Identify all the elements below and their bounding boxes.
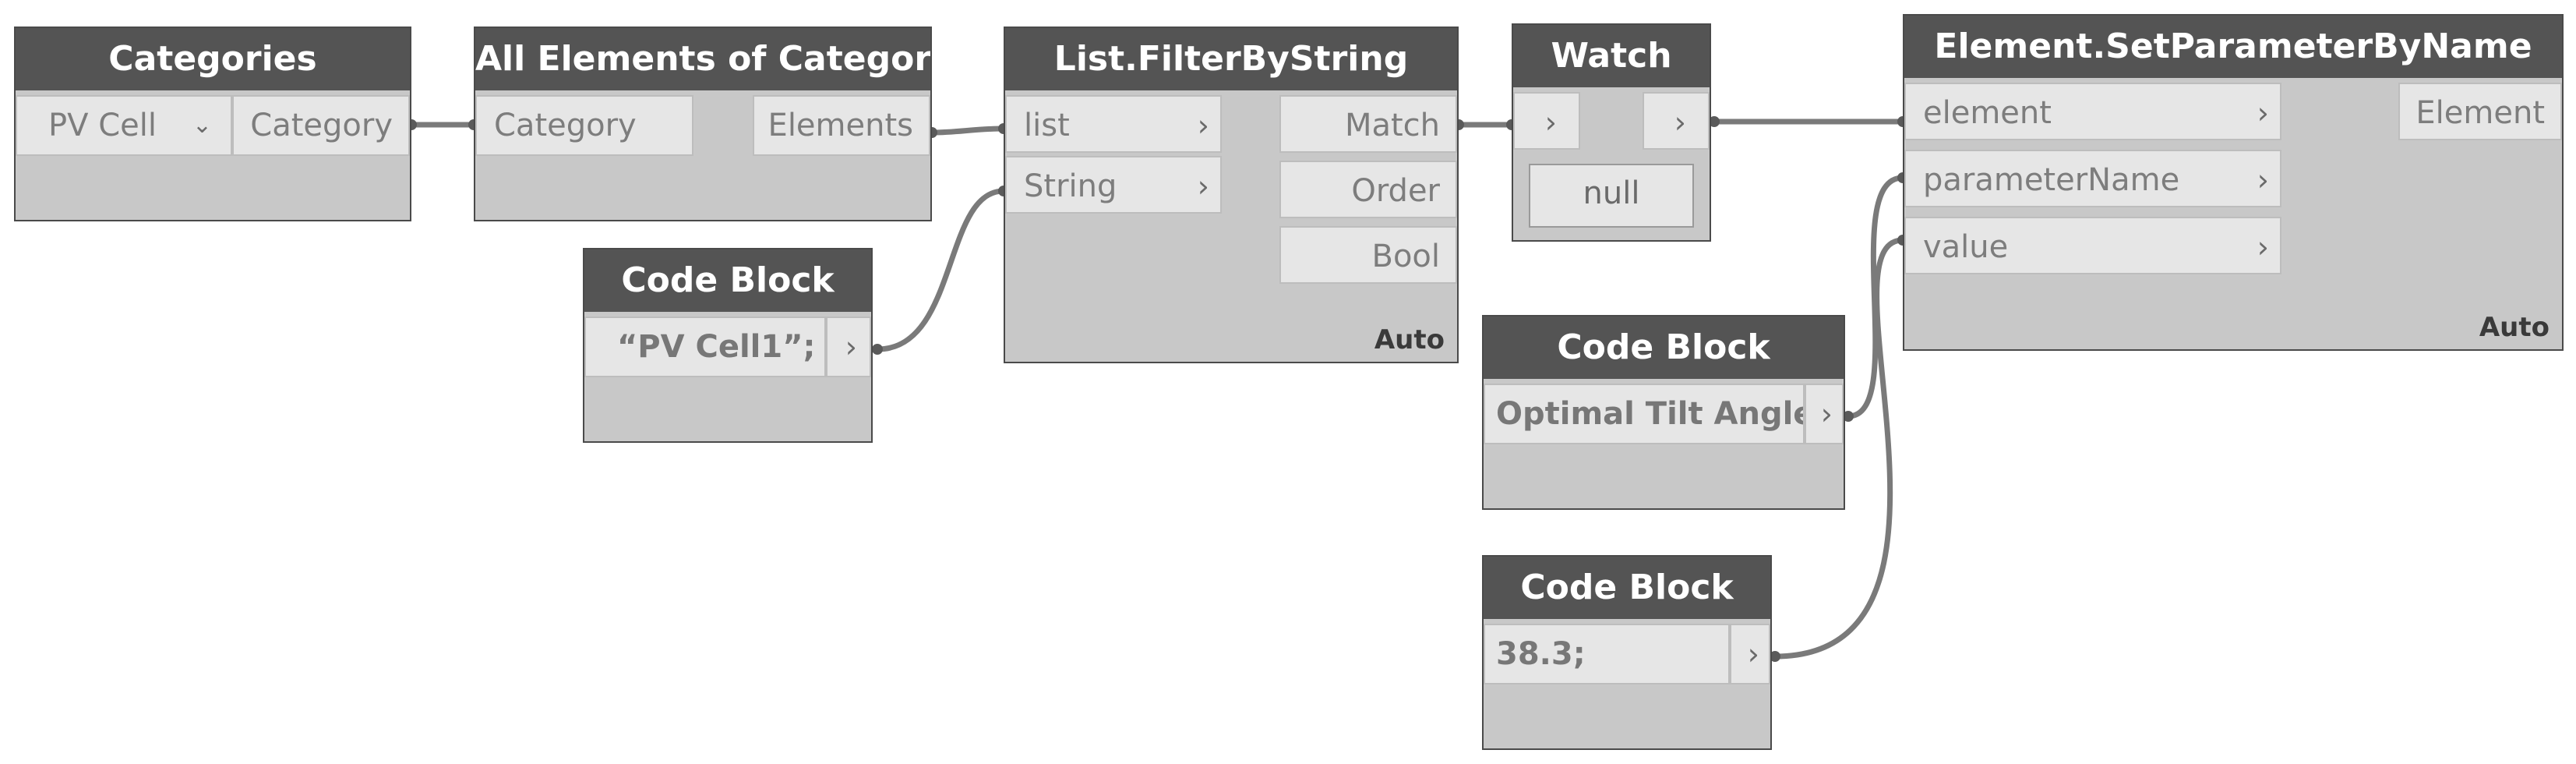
input-port-category[interactable]: Category — [475, 95, 693, 156]
output-port-bool[interactable]: Bool — [1279, 226, 1457, 284]
chevron-right-icon: › — [1747, 637, 1759, 671]
chevron-right-icon: › — [2257, 230, 2269, 264]
input-port-list[interactable]: list › — [1005, 95, 1222, 153]
port-label: value — [1923, 229, 2009, 265]
output-port-order[interactable]: Order — [1279, 161, 1457, 218]
output-port[interactable]: › — [1730, 624, 1770, 684]
output-port[interactable]: › — [1643, 92, 1710, 150]
element-setparameterbyname-node[interactable]: Element.SetParameterByName element › par… — [1903, 14, 2564, 351]
chevron-right-icon: › — [845, 330, 857, 364]
categories-node[interactable]: Categories PV Cell ⌄ Category — [14, 27, 411, 221]
port-label: Element — [2415, 95, 2545, 131]
chevron-right-icon: › — [1197, 169, 1209, 203]
port-label: Match — [1344, 108, 1440, 143]
node-title[interactable]: Code Block — [1484, 317, 1844, 379]
watch-value: null — [1583, 175, 1640, 211]
chevron-right-icon: › — [1674, 105, 1686, 140]
chevron-right-icon: › — [2257, 163, 2269, 197]
wire-end-dot — [872, 344, 883, 355]
output-port[interactable]: › — [1805, 384, 1844, 444]
wire-elements-to-list — [929, 126, 1007, 136]
input-port-value[interactable]: value › — [1904, 217, 2281, 274]
node-title[interactable]: Element.SetParameterByName — [1904, 16, 2562, 78]
node-title[interactable]: All Elements of Category — [475, 28, 930, 90]
chevron-down-icon[interactable]: ⌄ — [192, 111, 212, 139]
port-label: Category — [250, 108, 393, 143]
dropdown-value: PV Cell — [48, 108, 157, 143]
wire-code2-to-parametername — [1845, 175, 1906, 419]
code-line: 38.3; — [1496, 636, 1586, 672]
chevron-right-icon: › — [2257, 96, 2269, 130]
output-port-element[interactable]: Element — [2398, 83, 2562, 140]
output-port-match[interactable]: Match — [1279, 95, 1457, 153]
port-label: Order — [1351, 173, 1440, 209]
port-label: list — [1024, 108, 1070, 143]
code-editor[interactable]: “PV Cell1”; — [584, 317, 826, 377]
output-port-category[interactable]: Category — [232, 95, 410, 156]
port-label: element — [1923, 95, 2052, 131]
chevron-right-icon: › — [1820, 397, 1833, 431]
watch-node[interactable]: Watch › › null — [1512, 23, 1711, 242]
port-label: String — [1024, 168, 1117, 204]
input-port-string[interactable]: String › — [1005, 156, 1222, 214]
port-label: Elements — [768, 108, 913, 143]
watch-value-display: null — [1529, 164, 1694, 228]
port-label: Category — [494, 108, 637, 143]
input-port-parametername[interactable]: parameterName › — [1904, 150, 2281, 207]
code-editor[interactable]: 38.3; — [1484, 624, 1730, 684]
input-port-element[interactable]: element › — [1904, 83, 2281, 140]
code-editor[interactable]: Optimal Tilt Angle; — [1484, 384, 1805, 444]
node-title[interactable]: Code Block — [584, 249, 871, 312]
lacing-label[interactable]: Auto — [1374, 324, 1445, 355]
code-block-node-2[interactable]: Code Block Optimal Tilt Angle; › — [1482, 315, 1845, 510]
node-title[interactable]: Watch — [1513, 25, 1710, 87]
output-port[interactable]: › — [826, 317, 871, 377]
code-line: Optimal Tilt Angle; — [1496, 396, 1805, 432]
list-filterbystring-node[interactable]: List.FilterByString list › String › Matc… — [1004, 27, 1459, 363]
port-label: parameterName — [1923, 162, 2180, 198]
input-port[interactable]: › — [1513, 92, 1580, 150]
output-port-elements[interactable]: Elements — [753, 95, 930, 156]
category-dropdown[interactable]: PV Cell ⌄ — [16, 95, 232, 156]
all-elements-of-category-node[interactable]: All Elements of Category Category Elemen… — [474, 27, 932, 221]
code-line: “PV Cell1”; — [617, 329, 816, 365]
chevron-right-icon: › — [1544, 105, 1557, 140]
node-title[interactable]: List.FilterByString — [1005, 28, 1457, 90]
node-title[interactable]: Code Block — [1484, 557, 1770, 619]
node-title[interactable]: Categories — [16, 28, 410, 90]
port-label: Bool — [1371, 239, 1441, 274]
code-block-node-3[interactable]: Code Block 38.3; › — [1482, 555, 1772, 750]
code-block-node-1[interactable]: Code Block “PV Cell1”; › — [583, 248, 873, 443]
lacing-label[interactable]: Auto — [2479, 312, 2550, 343]
chevron-right-icon: › — [1197, 108, 1209, 143]
